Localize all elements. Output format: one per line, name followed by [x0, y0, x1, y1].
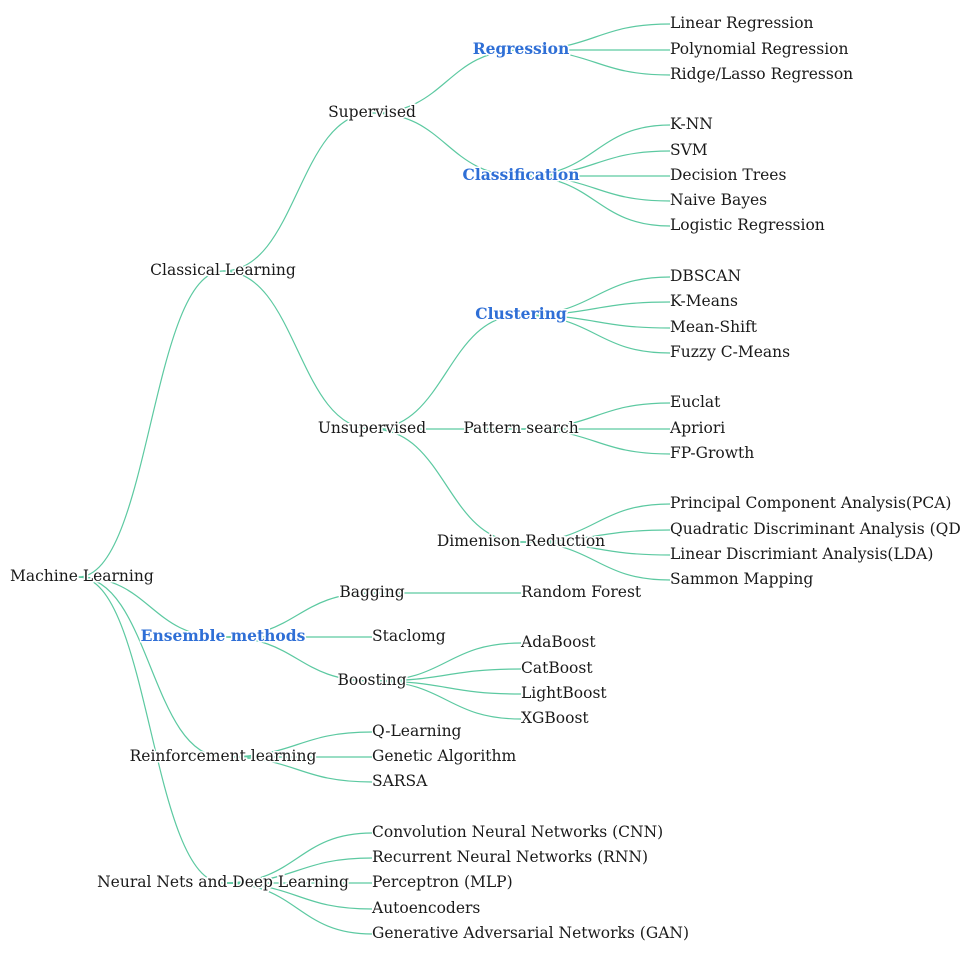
node-neural-nets-and-deep-learning: Neural Nets and Deep Learning: [97, 873, 349, 891]
edge-q-learning: [222, 731, 373, 758]
edge-svm: [520, 150, 671, 177]
node-random-forest: Random Forest: [521, 583, 642, 601]
node-pattern-search: Pattern search: [463, 419, 578, 437]
edge-catboost: [371, 668, 522, 682]
node-principal-component-analysis-pca: Principal Component Analysis(PCA): [670, 494, 951, 512]
node-linear-regression: Linear Regression: [670, 14, 814, 32]
edge-naive-bayes: [520, 175, 671, 202]
node-bagging: Bagging: [339, 583, 404, 601]
node-recurrent-neural-networks-rnn: Recurrent Neural Networks (RNN): [372, 848, 648, 866]
node-genetic-algorithm: Genetic Algorithm: [372, 747, 516, 765]
edge-classical-learning: [77, 270, 224, 578]
node-ensemble-methods: Ensemble methods: [141, 626, 306, 645]
node-clustering: Clustering: [475, 304, 567, 323]
edge-adaboost: [371, 642, 522, 682]
edge-logistic-regression: [520, 175, 671, 227]
node-k-nn: K-NN: [670, 115, 713, 133]
node-k-means: K-Means: [670, 292, 738, 310]
node-q-learning: Q-Learning: [372, 722, 462, 740]
edge-reinforcement-learning: [77, 576, 224, 758]
node-perceptron-mlp: Perceptron (MLP): [372, 873, 513, 891]
node-lightboost: LightBoost: [521, 684, 607, 702]
node-polynomial-regression: Polynomial Regression: [670, 40, 848, 58]
node-decision-trees: Decision Trees: [670, 166, 786, 184]
node-machine-learning: Machine Learning: [10, 567, 154, 585]
edge-supervised: [222, 112, 373, 272]
edge-fuzzy-c-means: [520, 314, 671, 354]
edge-k-means: [520, 301, 671, 316]
node-adaboost: AdaBoost: [520, 633, 596, 651]
edge-convolution-neural-networks-cnn: [222, 832, 373, 884]
node-linear-discrimiant-analysis-lda: Linear Discrimiant Analysis(LDA): [670, 545, 933, 563]
edge-bagging: [222, 592, 373, 638]
edge-regression: [371, 49, 522, 114]
edge-dbscan: [520, 276, 671, 316]
edge-xgboost: [371, 680, 522, 720]
node-dbscan: DBSCAN: [670, 267, 741, 285]
edge-dimenison-reduction: [371, 428, 522, 543]
node-classical-learning: Classical Learning: [150, 261, 296, 279]
tree-labels: Machine Learning Classical Learning Superv…: [9, 14, 960, 942]
node-xgboost: XGBoost: [521, 709, 589, 727]
edge-unsupervised: [222, 270, 373, 430]
edge-sammon-mapping: [520, 541, 671, 581]
edge-clustering: [371, 314, 522, 430]
node-supervised: Supervised: [328, 103, 416, 121]
node-naive-bayes: Naive Bayes: [670, 191, 767, 209]
edge-sarsa: [222, 756, 373, 783]
node-boosting: Boosting: [337, 671, 406, 689]
node-generative-adversarial-networks-gan: Generative Adversarial Networks (GAN): [372, 924, 689, 942]
edge-classification: [371, 112, 522, 177]
edge-recurrent-neural-networks-rnn: [222, 857, 373, 884]
node-convolution-neural-networks-cnn: Convolution Neural Networks (CNN): [372, 823, 663, 841]
node-fuzzy-c-means: Fuzzy C-Means: [670, 343, 790, 361]
node-quadratic-discriminant-analysis-qda: Quadratic Discriminant Analysis (QDA): [670, 520, 960, 538]
tree-edges: [77, 23, 671, 935]
node-ridge-lasso-regresson: Ridge/Lasso Regresson: [670, 65, 853, 83]
edge-ridge-lasso-regresson: [520, 49, 671, 76]
node-classification: Classification: [462, 165, 579, 184]
edge-neural-nets-and-deep-learning: [77, 576, 224, 884]
node-logistic-regression: Logistic Regression: [670, 216, 825, 234]
node-sarsa: SARSA: [372, 772, 428, 790]
node-euclat: Euclat: [670, 393, 721, 411]
node-sammon-mapping: Sammon Mapping: [670, 570, 813, 588]
node-svm: SVM: [670, 141, 708, 159]
edge-autoencoders: [222, 882, 373, 910]
edge-fp-growth: [520, 428, 671, 455]
node-apriori: Apriori: [669, 419, 725, 437]
node-autoencoders: Autoencoders: [371, 899, 480, 917]
edge-quadratic-discriminant-analysis-qda: [520, 529, 671, 543]
node-fp-growth: FP-Growth: [670, 444, 754, 462]
edge-linear-discrimiant-analysis-lda: [520, 541, 671, 556]
edge-generative-adversarial-networks-gan: [222, 882, 373, 935]
node-regression: Regression: [473, 39, 570, 58]
edge-linear-regression: [520, 23, 671, 51]
edge-ensemble-methods: [77, 576, 224, 638]
edge-lightboost: [371, 680, 522, 695]
edge-euclat: [520, 402, 671, 430]
edge-boosting: [222, 636, 373, 682]
node-reinforcement-learning: Reinforcement learning: [130, 747, 317, 765]
node-unsupervised: Unsupervised: [318, 419, 426, 437]
edge-mean-shift: [520, 314, 671, 329]
edge-k-nn: [520, 124, 671, 177]
edge-principal-component-analysis-pca: [520, 503, 671, 543]
node-mean-shift: Mean-Shift: [670, 318, 758, 336]
node-staclomg: Staclomg: [372, 627, 446, 645]
node-catboost: CatBoost: [521, 659, 593, 677]
node-dimenison-reduction: Dimenison Reduction: [437, 532, 605, 550]
